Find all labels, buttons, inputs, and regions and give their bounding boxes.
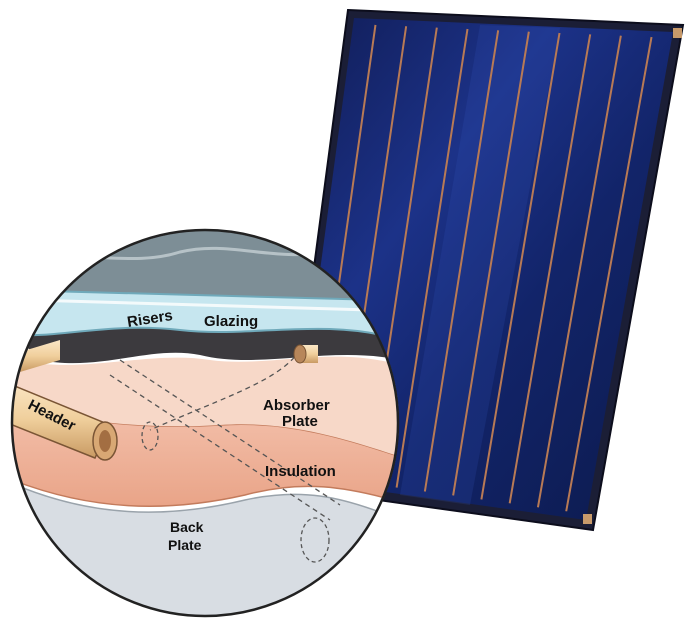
hidden-riser-2 <box>149 349 301 431</box>
label-insulation: Insulation <box>265 463 336 480</box>
panel-connector-bottom <box>583 514 592 524</box>
label-back-plate-line1: Back <box>170 519 204 535</box>
label-risers: Risers <box>126 307 174 331</box>
riser-line <box>565 36 653 512</box>
hidden-riser-1 <box>109 374 331 521</box>
absorber-layer <box>13 356 397 460</box>
riser-line <box>480 32 561 500</box>
panel-sheen <box>400 25 560 505</box>
panel-connector-top <box>673 28 682 38</box>
panel-risers <box>310 24 653 512</box>
label-absorber-plate-line2: Plate <box>282 413 318 430</box>
cutaway-border <box>10 228 400 618</box>
label-back-plate-line2: Plate <box>168 537 202 553</box>
riser-line <box>423 30 500 492</box>
riser-line <box>452 31 530 496</box>
riser-line <box>395 28 469 488</box>
riser-pipe-end <box>293 344 318 364</box>
header-pipe <box>13 378 118 461</box>
label-absorber-plate-line1: Absorber <box>263 397 330 414</box>
riser-line <box>536 35 622 508</box>
label-glazing: Glazing <box>204 313 258 330</box>
riser-line <box>508 34 592 504</box>
